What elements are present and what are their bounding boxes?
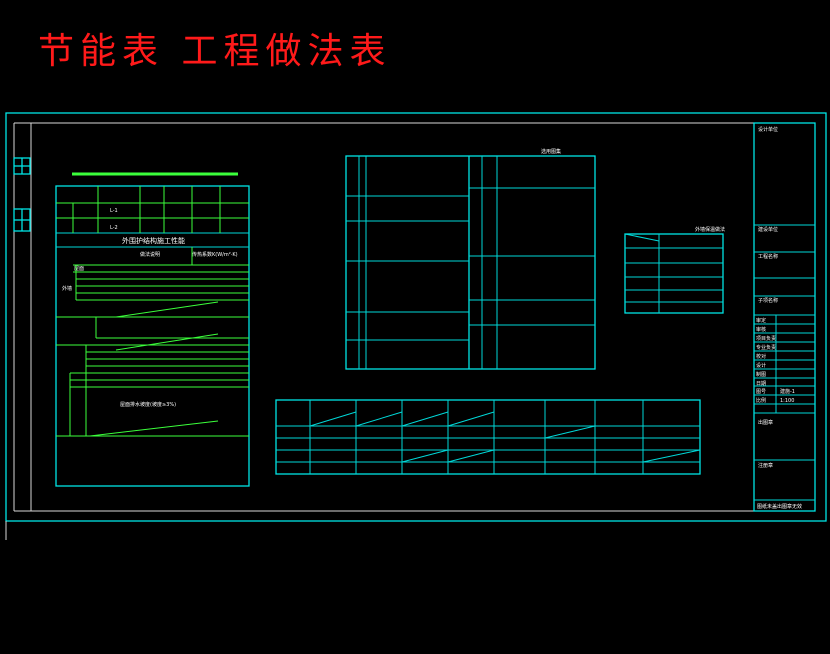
tb-scale-label: 比例 [756, 397, 766, 404]
energy-l1: L-1 [110, 208, 118, 214]
tb-sheet-label: 图号 [756, 389, 766, 395]
tb-row-4: 校对 [756, 353, 766, 360]
tb-row-3: 专业负责 [756, 344, 776, 351]
energy-subtitle: 外围护结构施工性能 [122, 236, 185, 245]
outer-frame [5, 112, 827, 522]
energy-col-label: 做法说明 [140, 251, 160, 258]
tb-row-6: 制图 [756, 371, 766, 378]
tb-project: 工程名称 [758, 253, 778, 260]
tb-row-5: 设计 [756, 362, 766, 369]
tb-sheet-value: 建施-1 [780, 388, 795, 395]
energy-row-label: 外墙 [62, 285, 72, 292]
energy-col-label-right: 传热系数K(W/m²·K) [192, 251, 238, 258]
method-table [275, 399, 701, 475]
title-block: 设计单位 建设单位 工程名称 子项名称 审定 审核 项目负责 专业负责 校对 设… [753, 122, 816, 512]
tb-subitem: 子项名称 [758, 297, 778, 304]
tb-design-unit: 设计单位 [758, 126, 778, 133]
tb-reg-stamp: 注册章 [758, 462, 773, 469]
binding-strip [13, 122, 31, 512]
tb-stamp: 出图章 [758, 419, 773, 426]
insulation-table: 外墙保温做法 [624, 226, 725, 314]
tb-client: 建设单位 [758, 226, 778, 233]
page-title: 节能表 工程做法表 [38, 31, 392, 72]
energy-table: L-1 L-2 外围护结构施工性能 做法说明 传热系数K(W/m²·K) 屋面 … [55, 172, 250, 487]
energy-l2: L-2 [110, 225, 118, 231]
atlas-title: 选用图集 [541, 148, 561, 155]
tb-row-7: 日期 [756, 381, 766, 387]
tb-scale-value: 1:100 [780, 398, 794, 404]
tb-row-0: 审定 [756, 317, 766, 324]
atlas-table: 选用图集 [345, 148, 596, 370]
tb-row-1: 审核 [756, 326, 766, 333]
energy-row-label2: 屋面 [74, 266, 84, 272]
insulation-title: 外墙保温做法 [695, 226, 725, 233]
tb-footer: 图纸未盖出图章无效 [757, 503, 802, 510]
energy-note: 屋面排水坡度(坡度≥3%) [120, 401, 176, 408]
tb-row-2: 项目负责 [756, 335, 776, 342]
